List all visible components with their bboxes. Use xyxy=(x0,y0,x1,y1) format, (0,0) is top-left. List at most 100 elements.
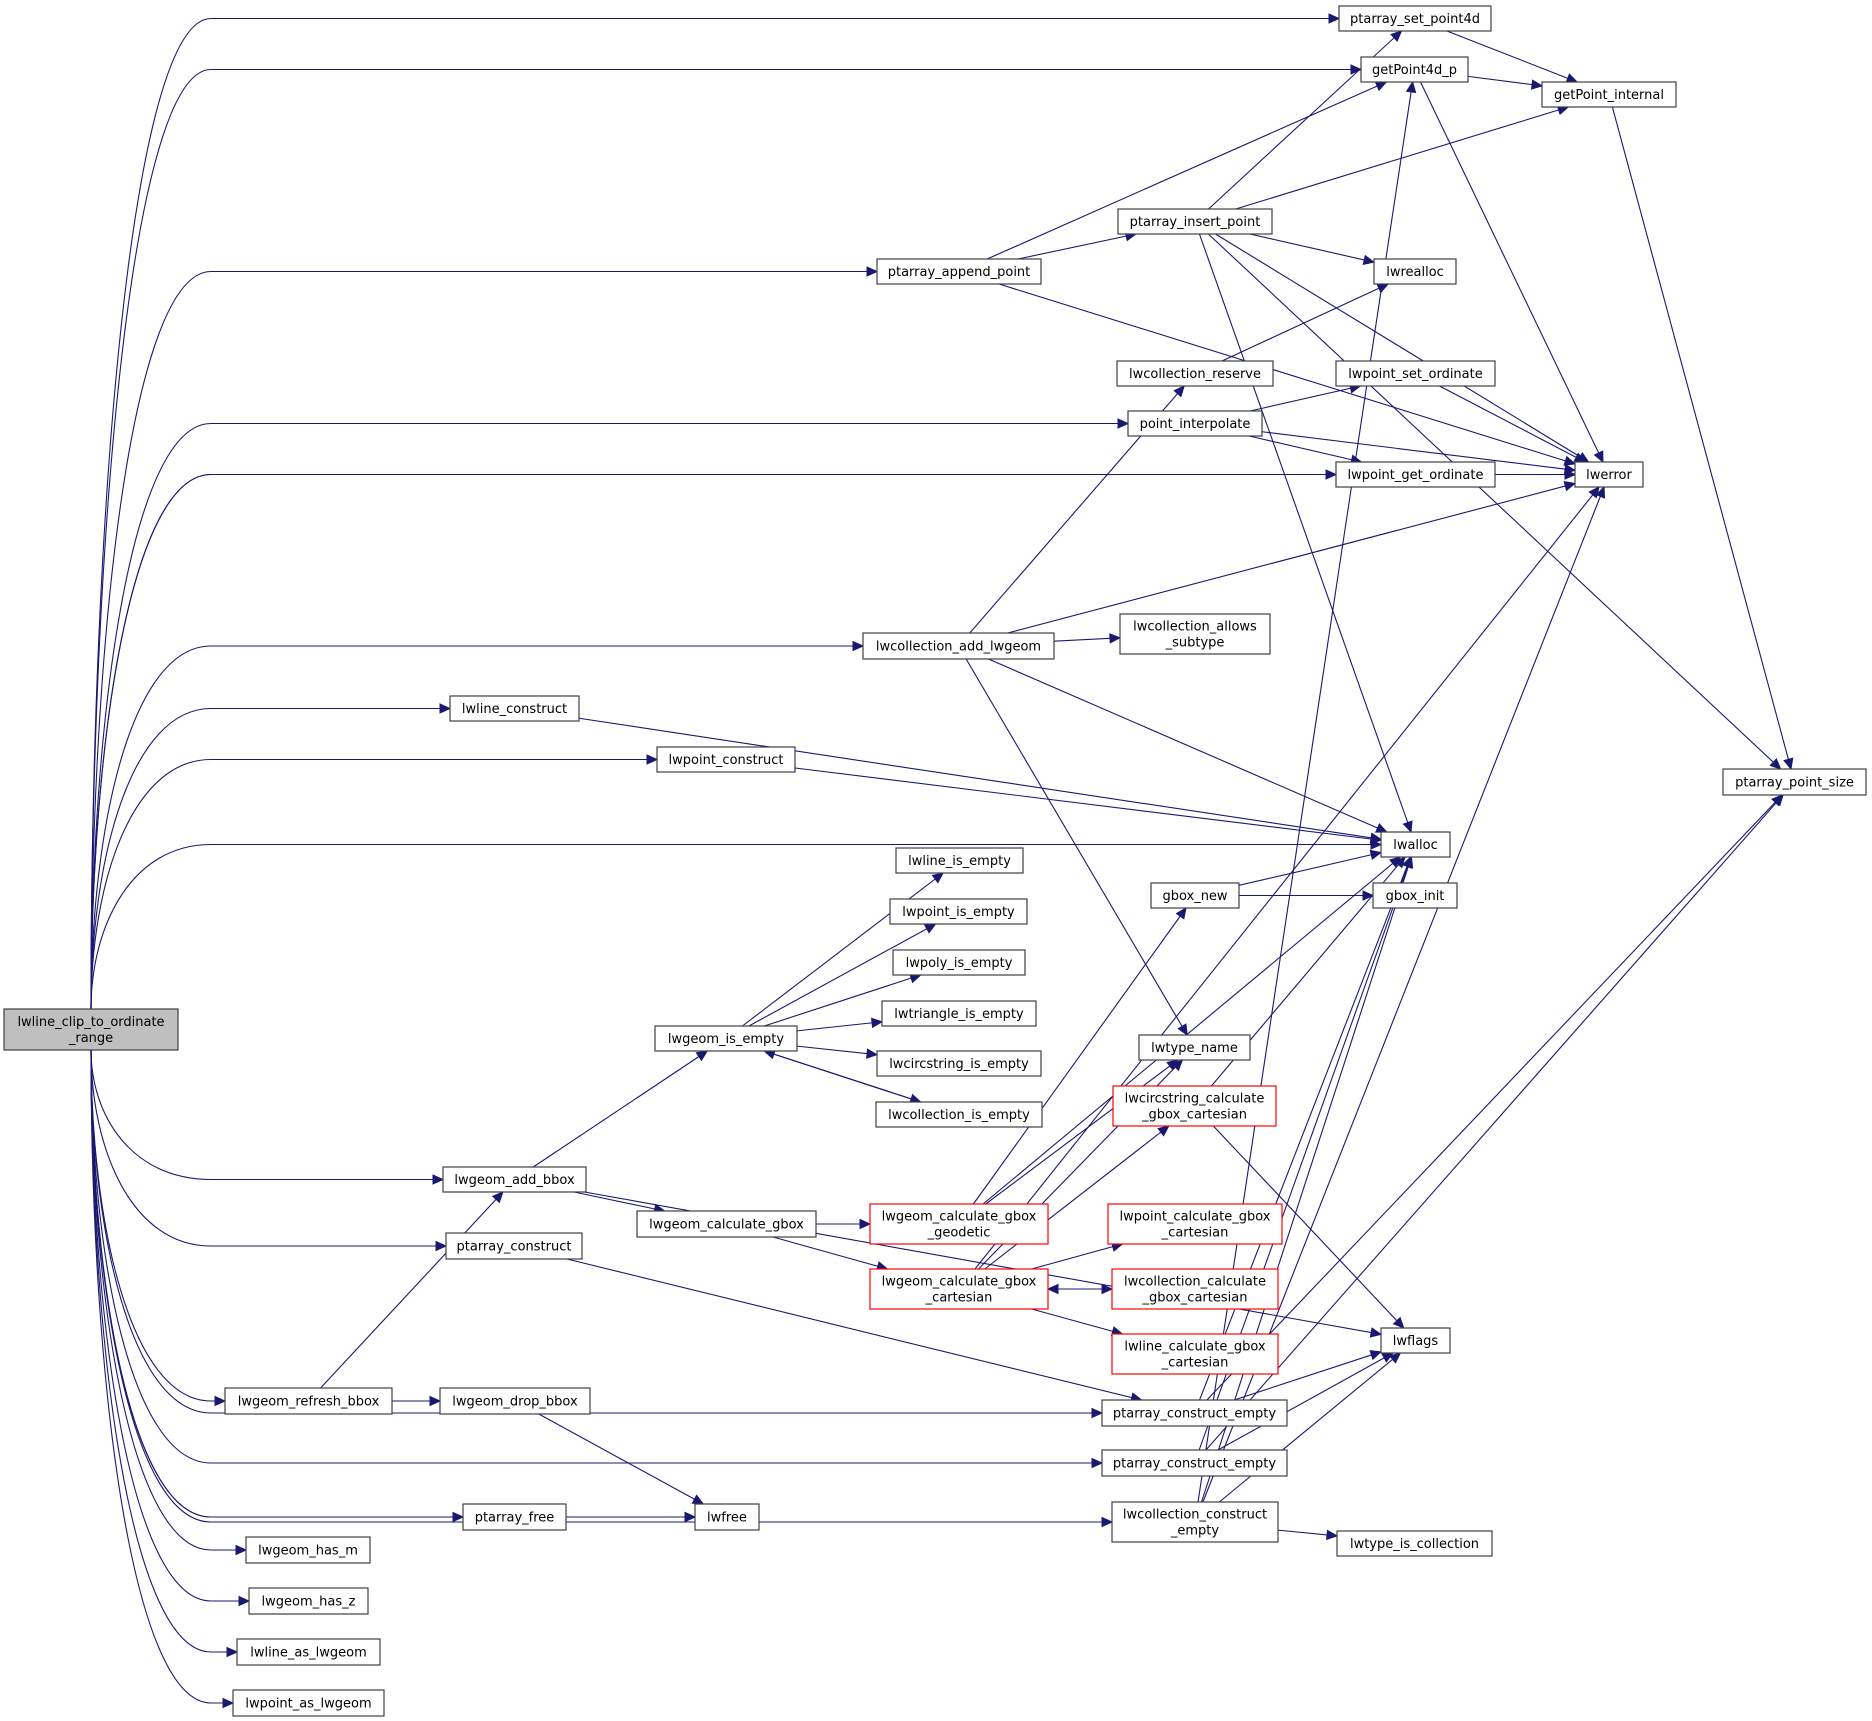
node-label: lwcollection_is_empty xyxy=(888,1108,1030,1123)
call-edge xyxy=(90,758,648,1010)
node-box xyxy=(1107,1203,1283,1245)
node-label: lwpoint_is_empty xyxy=(902,905,1015,920)
function-node[interactable]: lwgeom_has_z xyxy=(248,1587,369,1615)
function-node[interactable]: lwpoint_get_ordinate xyxy=(1335,461,1496,488)
function-node[interactable]: lwpoly_is_empty xyxy=(892,949,1026,976)
function-node[interactable]: ptarray_construct_empty xyxy=(1101,1449,1288,1477)
function-node[interactable]: lwgeom_calculate_gbox xyxy=(636,1210,817,1238)
arrowhead-icon xyxy=(691,1494,705,1505)
function-node[interactable]: lwline_construct xyxy=(449,695,580,722)
node-box xyxy=(656,746,796,773)
node-label: lwfree xyxy=(707,1511,747,1526)
node-box xyxy=(876,258,1042,285)
function-node[interactable]: lwgeom_refresh_bbox xyxy=(224,1387,393,1415)
function-node[interactable]: gbox_init xyxy=(1372,882,1458,909)
function-node[interactable]: lwgeom_add_bbox xyxy=(442,1166,587,1193)
node-box xyxy=(869,1203,1049,1245)
function-node[interactable]: lwgeom_calculate_gbox_geodetic xyxy=(869,1203,1049,1245)
call-edge xyxy=(1467,75,1543,87)
call-edge xyxy=(748,923,936,1027)
function-node[interactable]: lwpoint_is_empty xyxy=(889,898,1028,925)
call-edge xyxy=(986,81,1387,260)
root-function-node[interactable]: lwline_clip_to_ordinate_range xyxy=(3,1008,179,1051)
node-label: lwpoint_as_lwgeom xyxy=(245,1697,371,1712)
node-box xyxy=(1101,1399,1288,1427)
function-node[interactable]: ptarray_insert_point xyxy=(1117,208,1273,235)
node-box xyxy=(1373,258,1457,285)
function-node[interactable]: lwline_calculate_gbox_cartesian xyxy=(1111,1333,1279,1375)
function-node[interactable]: lwcollection_construct_empty xyxy=(1111,1501,1279,1543)
node-label: lwpoint_set_ordinate xyxy=(1348,367,1483,382)
function-node[interactable]: lwpoint_calculate_gbox_cartesian xyxy=(1107,1203,1283,1245)
function-node[interactable]: gbox_new xyxy=(1150,882,1240,909)
node-label: _cartesian xyxy=(1161,1356,1229,1371)
function-node[interactable]: ptarray_construct xyxy=(445,1232,583,1260)
call-edge xyxy=(794,767,1382,841)
node-label: lwalloc xyxy=(1393,838,1438,853)
function-node[interactable]: lwpoint_construct xyxy=(656,746,796,773)
call-edge xyxy=(1238,851,1382,886)
arrowhead-icon xyxy=(1563,481,1577,492)
call-edge xyxy=(538,1413,704,1505)
call-edge xyxy=(1207,233,1781,770)
node-box xyxy=(1117,208,1273,235)
call-edge xyxy=(1208,30,1402,210)
function-node[interactable]: lwcollection_allows_subtype xyxy=(1119,613,1271,655)
call-edge xyxy=(90,1049,454,1518)
call-edge xyxy=(1611,106,1792,770)
function-node[interactable]: lwfree xyxy=(694,1503,760,1531)
function-node[interactable]: lwgeom_is_empty xyxy=(654,1025,798,1052)
function-node[interactable]: lwcollection_reserve xyxy=(1116,360,1274,387)
arrowhead-icon xyxy=(1173,385,1185,398)
function-node[interactable]: lwgeom_has_m xyxy=(245,1536,371,1564)
arrowhead-icon xyxy=(1369,1350,1383,1361)
function-node[interactable]: getPoint4d_p xyxy=(1360,56,1469,83)
function-node[interactable]: lwpoint_set_ordinate xyxy=(1335,360,1496,387)
function-node[interactable]: lwerror xyxy=(1574,461,1644,488)
node-box xyxy=(3,1008,179,1051)
function-node[interactable]: point_interpolate xyxy=(1127,410,1263,437)
function-node[interactable]: lwgeom_calculate_gbox_cartesian xyxy=(869,1268,1049,1310)
arrowhead-icon xyxy=(1101,1516,1114,1528)
function-node[interactable]: lwalloc xyxy=(1380,831,1451,858)
node-label: lwpoint_construct xyxy=(669,753,784,768)
node-label: _cartesian xyxy=(1161,1226,1229,1241)
function-node[interactable]: lwline_is_empty xyxy=(895,847,1024,874)
function-node[interactable]: lwcollection_is_empty xyxy=(875,1101,1043,1128)
function-node[interactable]: lwgeom_drop_bbox xyxy=(439,1387,591,1415)
node-box xyxy=(1119,613,1271,655)
call-edge xyxy=(90,68,1352,1010)
function-node[interactable]: lwpoint_as_lwgeom xyxy=(232,1689,385,1717)
node-box xyxy=(1380,831,1451,858)
function-node[interactable]: ptarray_set_point4d xyxy=(1338,5,1492,32)
function-node[interactable]: lwrealloc xyxy=(1373,258,1457,285)
node-label: point_interpolate xyxy=(1140,417,1251,432)
function-node[interactable]: lwtype_name xyxy=(1138,1034,1251,1061)
function-node[interactable]: lwflags xyxy=(1380,1327,1451,1354)
function-node[interactable]: ptarray_free xyxy=(462,1503,567,1531)
function-node[interactable]: ptarray_construct_empty xyxy=(1101,1399,1288,1427)
function-node[interactable]: lwcollection_add_lwgeom xyxy=(862,632,1055,660)
function-node[interactable]: lwtype_is_collection xyxy=(1336,1530,1493,1557)
node-label: lwgeom_has_z xyxy=(262,1595,356,1610)
call-edge xyxy=(764,1050,921,1103)
node-box xyxy=(1112,1085,1277,1127)
node-label: ptarray_construct xyxy=(457,1240,572,1255)
node-box xyxy=(442,1166,587,1193)
function-node[interactable]: lwcircstring_is_empty xyxy=(876,1050,1042,1077)
arrowhead-icon xyxy=(1530,79,1544,90)
arrowhead-icon xyxy=(1109,633,1122,644)
function-node[interactable]: lwcircstring_calculate_gbox_cartesian xyxy=(1112,1085,1277,1127)
function-node[interactable]: lwline_as_lwgeom xyxy=(236,1638,381,1666)
function-node[interactable]: lwtriangle_is_empty xyxy=(881,1000,1037,1027)
node-box xyxy=(636,1210,817,1238)
node-box xyxy=(1335,461,1496,488)
call-edge xyxy=(764,974,921,1027)
call-edge xyxy=(90,270,868,1010)
function-node[interactable]: getPoint_internal xyxy=(1541,81,1677,108)
arrowhead-icon xyxy=(1117,418,1130,429)
function-node[interactable]: ptarray_append_point xyxy=(876,258,1042,285)
function-node[interactable]: ptarray_point_size xyxy=(1722,768,1867,796)
function-node[interactable]: lwcollection_calculate_gbox_cartesian xyxy=(1111,1268,1279,1310)
arrowhead-icon xyxy=(1177,1023,1188,1037)
